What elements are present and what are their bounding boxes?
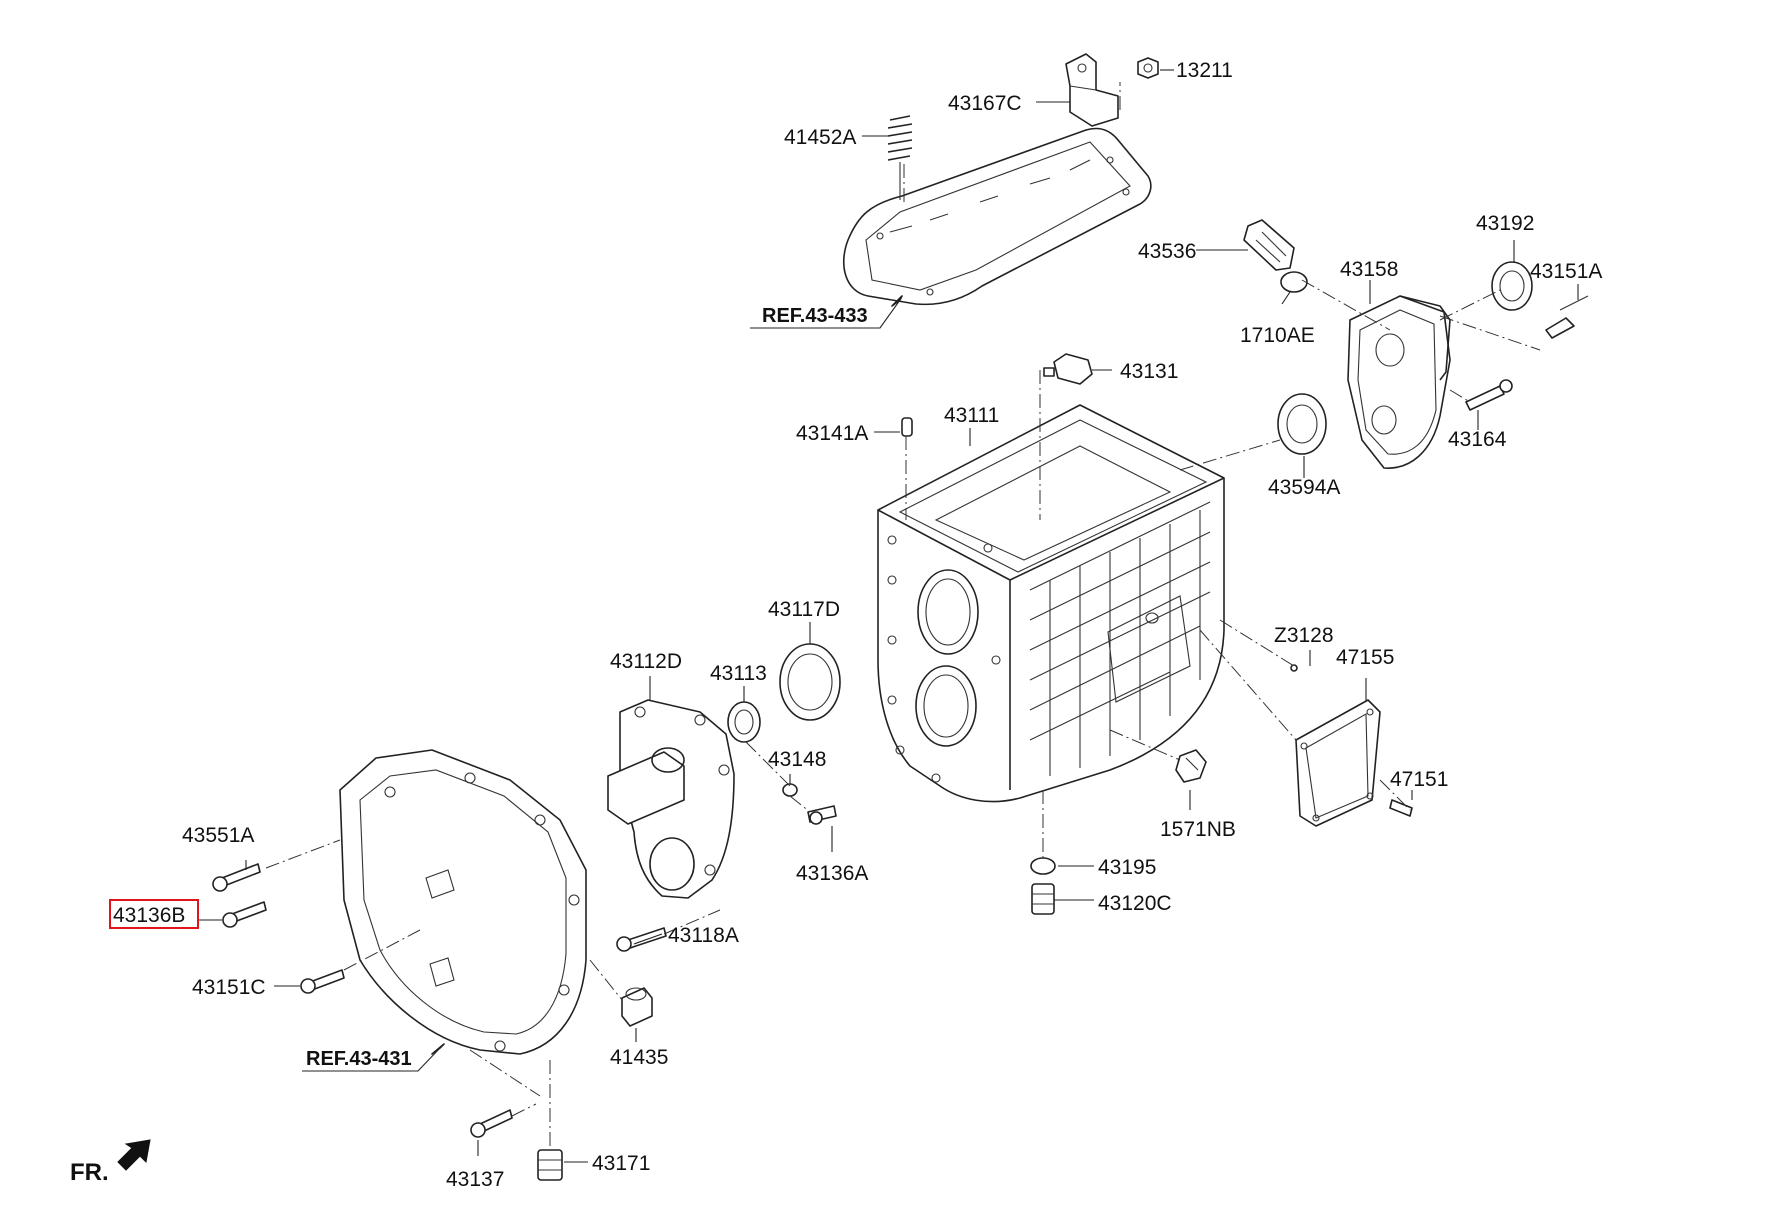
label-43117D[interactable]: 43117D — [768, 598, 840, 621]
label-43171[interactable]: 43171 — [592, 1152, 650, 1175]
label-43192[interactable]: 43192 — [1476, 212, 1534, 235]
label-1710AE[interactable]: 1710AE — [1240, 324, 1315, 347]
label-43551A[interactable]: 43551A — [182, 824, 254, 847]
label-43136A[interactable]: 43136A — [796, 862, 868, 885]
clutch-housing-illustration — [339, 749, 587, 1055]
label-43112D[interactable]: 43112D — [610, 650, 682, 673]
label-43148[interactable]: 43148 — [768, 748, 826, 771]
ref-43-433-link[interactable]: REF.43-433 — [762, 305, 868, 327]
gasket-43195-illustration — [1030, 857, 1056, 875]
label-43118A[interactable]: 43118A — [668, 924, 739, 947]
label-43141A[interactable]: 43141A — [796, 422, 868, 445]
label-41435[interactable]: 41435 — [610, 1046, 668, 1069]
label-43151C[interactable]: 43151C — [192, 976, 266, 999]
label-43136B[interactable]: 43136B — [113, 904, 185, 927]
label-1571NB[interactable]: 1571NB — [1160, 818, 1236, 841]
label-43111[interactable]: 43111 — [944, 404, 999, 427]
assembly-centerlines — [265, 82, 1541, 1148]
o-ring-1710AE-illustration — [1280, 271, 1308, 293]
pin-Z3128-illustration — [1290, 664, 1298, 672]
retainer-43112D-illustration — [607, 699, 735, 899]
label-43137[interactable]: 43137 — [446, 1168, 504, 1191]
nut-13211-illustration — [1137, 57, 1159, 79]
label-43131[interactable]: 43131 — [1120, 360, 1178, 383]
dowel-43141A-illustration — [901, 417, 913, 437]
seal-43117D-illustration — [779, 643, 841, 721]
oil-seal-43192-illustration — [1491, 261, 1533, 311]
label-43594A[interactable]: 43594A — [1268, 476, 1340, 499]
part-labels: 13211 43167C 41452A 43536 43158 43192 43… — [109, 59, 1602, 1191]
front-arrow-icon — [117, 1139, 151, 1171]
spring-41452A-illustration — [887, 115, 913, 200]
label-Z3128[interactable]: Z3128 — [1274, 624, 1334, 647]
bolt-43151C-illustration — [300, 969, 345, 994]
washer-43148-illustration — [782, 783, 798, 797]
label-43120C[interactable]: 43120C — [1098, 892, 1172, 915]
ref-43-431-link[interactable]: REF.43-431 — [306, 1048, 412, 1070]
label-47151[interactable]: 47151 — [1390, 768, 1448, 791]
plug-1571NB-illustration — [1175, 749, 1207, 783]
switch-43536-illustration — [1243, 219, 1295, 271]
label-43167C[interactable]: 43167C — [948, 92, 1022, 115]
front-orientation-indicator: FR. — [70, 1139, 151, 1186]
label-47155[interactable]: 47155 — [1336, 646, 1394, 669]
leader-lines — [198, 69, 1579, 1163]
bushing-41435-illustration — [621, 987, 653, 1027]
front-label: FR. — [70, 1159, 109, 1186]
label-43195[interactable]: 43195 — [1098, 856, 1156, 879]
reference-labels: REF.43-433 REF.43-431 — [306, 305, 868, 1070]
bolt-43164-illustration — [1465, 379, 1513, 411]
plug-43120C-illustration — [1031, 883, 1055, 915]
top-cover-illustration — [843, 127, 1152, 306]
label-43536[interactable]: 43536 — [1138, 240, 1196, 263]
transmission-case-illustration — [877, 353, 1225, 803]
bolt-43137-illustration — [470, 1109, 513, 1138]
side-cover-47155-illustration — [1295, 699, 1381, 827]
label-43164[interactable]: 43164 — [1448, 428, 1507, 451]
rear-cover-43158-illustration — [1347, 295, 1451, 469]
bolt-43118A-illustration — [616, 927, 667, 952]
plug-43171-illustration — [537, 1149, 563, 1181]
bolt-43136A-illustration — [807, 805, 837, 825]
label-43158[interactable]: 43158 — [1340, 258, 1398, 281]
label-43151A[interactable]: 43151A — [1530, 260, 1602, 283]
bolt-43136B-illustration — [222, 901, 267, 928]
bolt-43551A-illustration — [212, 863, 261, 892]
oil-seal-43594A-illustration — [1277, 393, 1327, 455]
label-41452A[interactable]: 41452A — [784, 126, 856, 149]
bolt-47151-illustration — [1389, 799, 1413, 817]
bolt-43151A-illustration — [1545, 295, 1589, 339]
bracket-43167C-illustration — [1065, 53, 1119, 127]
label-13211[interactable]: 13211 — [1176, 59, 1233, 82]
highlight-box-43136B — [109, 899, 199, 929]
seal-43113-illustration — [727, 701, 761, 743]
label-43113[interactable]: 43113 — [710, 662, 767, 685]
